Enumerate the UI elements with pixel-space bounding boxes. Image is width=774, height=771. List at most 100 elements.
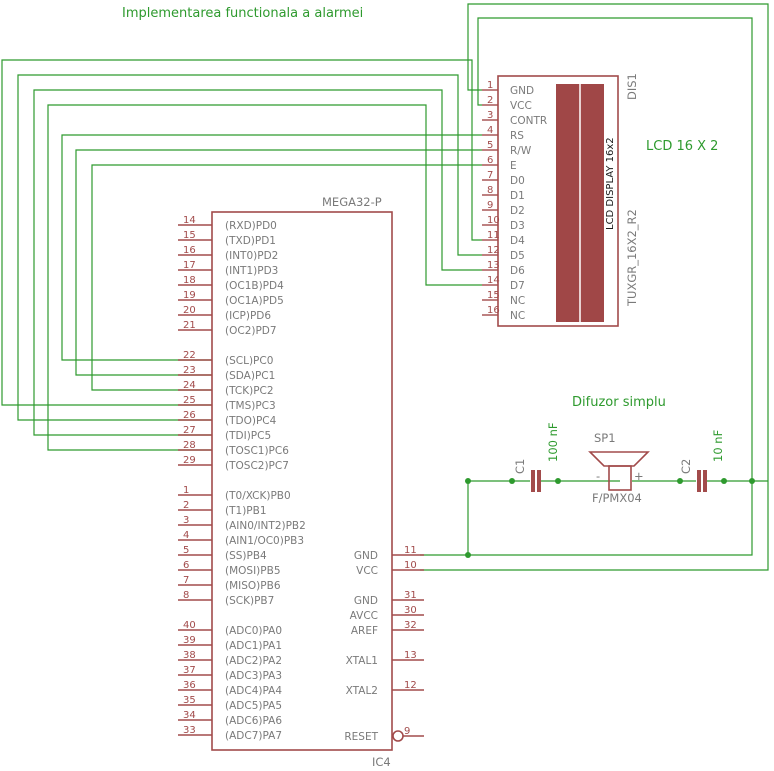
mcu-pin-label: (SCL)PC0 [225, 355, 273, 367]
mcu-pin-label: XTAL2 [346, 685, 378, 697]
lcd-pin-number: 9 [487, 200, 493, 211]
c2-value: 10 nF [711, 430, 725, 462]
buzzer-sp1[interactable]: Difuzor simplu SP1 - + F/PMX04 [572, 395, 666, 505]
mcu-pin-label: (ICP)PD6 [225, 310, 271, 322]
mcu-pin-number: 15 [183, 230, 196, 241]
junction-dot [465, 552, 471, 558]
mcu-pin-number: 22 [183, 350, 196, 361]
mcu-pin-label: (ADC3)PA3 [225, 670, 282, 682]
lcd-pin-label: GND [510, 85, 534, 97]
buzzer-plus: + [634, 469, 644, 483]
buzzer-name: SP1 [594, 431, 616, 445]
mcu-pin-number: 5 [183, 545, 189, 556]
mcu-pin-number: 23 [183, 365, 196, 376]
c2-plate-left [697, 470, 701, 492]
mcu-pin-label: (AIN1/OC0)PB3 [225, 535, 304, 547]
lcd-pin-label: CONTR [510, 115, 547, 127]
lcd-pin-number: 1 [487, 80, 493, 91]
lcd-caption: LCD 16 X 2 [646, 139, 718, 154]
mcu-pin-number: 13 [404, 650, 417, 661]
buzzer-minus: - [596, 469, 600, 483]
mcu-pin-label: GND [354, 595, 378, 607]
junction-dot [465, 478, 471, 484]
lcd-part-name: DIS1 [625, 73, 639, 100]
mcu-pin-number: 2 [183, 500, 189, 511]
speaker-magnet [608, 465, 632, 491]
lcd-pin-number: 8 [487, 185, 493, 196]
mcu-pin-number: 17 [183, 260, 196, 271]
mcu-pin-number: 29 [183, 455, 196, 466]
lcd-pin-number: 15 [487, 290, 500, 301]
lcd-pin-label: R/W [510, 145, 532, 157]
mcu-pin-number: 12 [404, 680, 417, 691]
mcu-pin-number: 35 [183, 695, 196, 706]
capacitor-c2[interactable]: C2 10 nF [679, 430, 725, 492]
mcu-pin-number: 40 [183, 620, 196, 631]
mcu-pin-number: 1 [183, 485, 189, 496]
lcd-pin-number: 13 [487, 260, 500, 271]
mcu-pin-number: 7 [183, 575, 189, 586]
mcu-pin-number: 6 [183, 560, 189, 571]
mcu-pin-label: XTAL1 [346, 655, 378, 667]
mcu-pin-number: 11 [404, 545, 417, 556]
wires [1, 3, 769, 571]
mcu-pin-label: (TDO)PC4 [225, 415, 277, 427]
lcd-pin-number: 12 [487, 245, 500, 256]
mcu-pin-label: (OC1B)PD4 [225, 280, 284, 292]
mcu-pin-label: VCC [356, 565, 378, 577]
mcu-pin-label: (SCK)PB7 [225, 595, 274, 607]
lcd-pin-label: D3 [510, 220, 525, 232]
mcu-pin-label: (T0/XCK)PB0 [225, 490, 291, 502]
mcu-pin-label: (OC2)PD7 [225, 325, 277, 337]
mcu-pin-number: 9 [404, 726, 410, 737]
lcd-pin-number: 5 [487, 140, 493, 151]
mcu-pin-label: (TXD)PD1 [225, 235, 276, 247]
wire-d5-pc4 [17, 74, 482, 421]
mcu-pin-number: 28 [183, 440, 196, 451]
lcd-pin-label: D5 [510, 250, 525, 262]
wire-d6-pc5 [33, 89, 482, 436]
mcu-component[interactable]: MEGA32-P IC4 14(RXD)PD015(TXD)PD116(INT0… [178, 195, 424, 769]
lcd-pin-number: 10 [487, 215, 500, 226]
mcu-pin-label: GND [354, 550, 378, 562]
mcu-pin-number: 19 [183, 290, 196, 301]
mcu-pin-number: 18 [183, 275, 196, 286]
wire-buzzer-gnd [467, 480, 530, 555]
mcu-pin-number: 10 [404, 560, 417, 571]
c1-plate-right [537, 470, 541, 492]
mcu-right-pins: 11GND10VCC31GND30AVCC32AREF13XTAL112XTAL… [344, 545, 424, 743]
mcu-pin-number: 21 [183, 320, 196, 331]
wire-e-pc2 [91, 164, 482, 391]
buzzer-value: F/PMX04 [592, 491, 642, 505]
lcd-component[interactable]: LCD DISPLAY 16x2 DIS1 TUXGR_16X2_R2 LCD … [482, 73, 718, 327]
mcu-pin-label: (TDI)PC5 [225, 430, 271, 442]
lcd-pin-number: 3 [487, 110, 493, 121]
lcd-pin-label: D6 [510, 265, 525, 277]
mcu-pin-label: (SDA)PC1 [225, 370, 275, 382]
mcu-pin-number: 37 [183, 665, 196, 676]
mcu-pin-label: (ADC1)PA1 [225, 640, 282, 652]
mcu-pin-label: AREF [351, 625, 378, 637]
lcd-body [497, 75, 619, 327]
junction-dot [509, 478, 515, 484]
mcu-pin-number: 27 [183, 425, 196, 436]
mcu-body [211, 211, 393, 751]
wire-d4-pc3 [1, 59, 482, 406]
capacitor-c1[interactable]: C1 100 nF [513, 422, 560, 492]
mcu-pin-label: (ADC4)PA4 [225, 685, 282, 697]
wire-rs-pc0 [61, 134, 482, 361]
c1-name: C1 [513, 459, 527, 474]
mcu-pin-label: (TOSC1)PC6 [225, 445, 289, 457]
junction-dot [749, 478, 755, 484]
lcd-pin-number: 6 [487, 155, 493, 166]
mcu-pin-number: 36 [183, 680, 196, 691]
lcd-pin-label: D4 [510, 235, 525, 247]
mcu-pin-number: 38 [183, 650, 196, 661]
mcu-pin-label: (ADC7)PA7 [225, 730, 282, 742]
mcu-pin-number: 3 [183, 515, 189, 526]
mcu-pin-number: 33 [183, 725, 196, 736]
mcu-pin-number: 31 [404, 590, 417, 601]
mcu-pin-label: (TMS)PC3 [225, 400, 276, 412]
